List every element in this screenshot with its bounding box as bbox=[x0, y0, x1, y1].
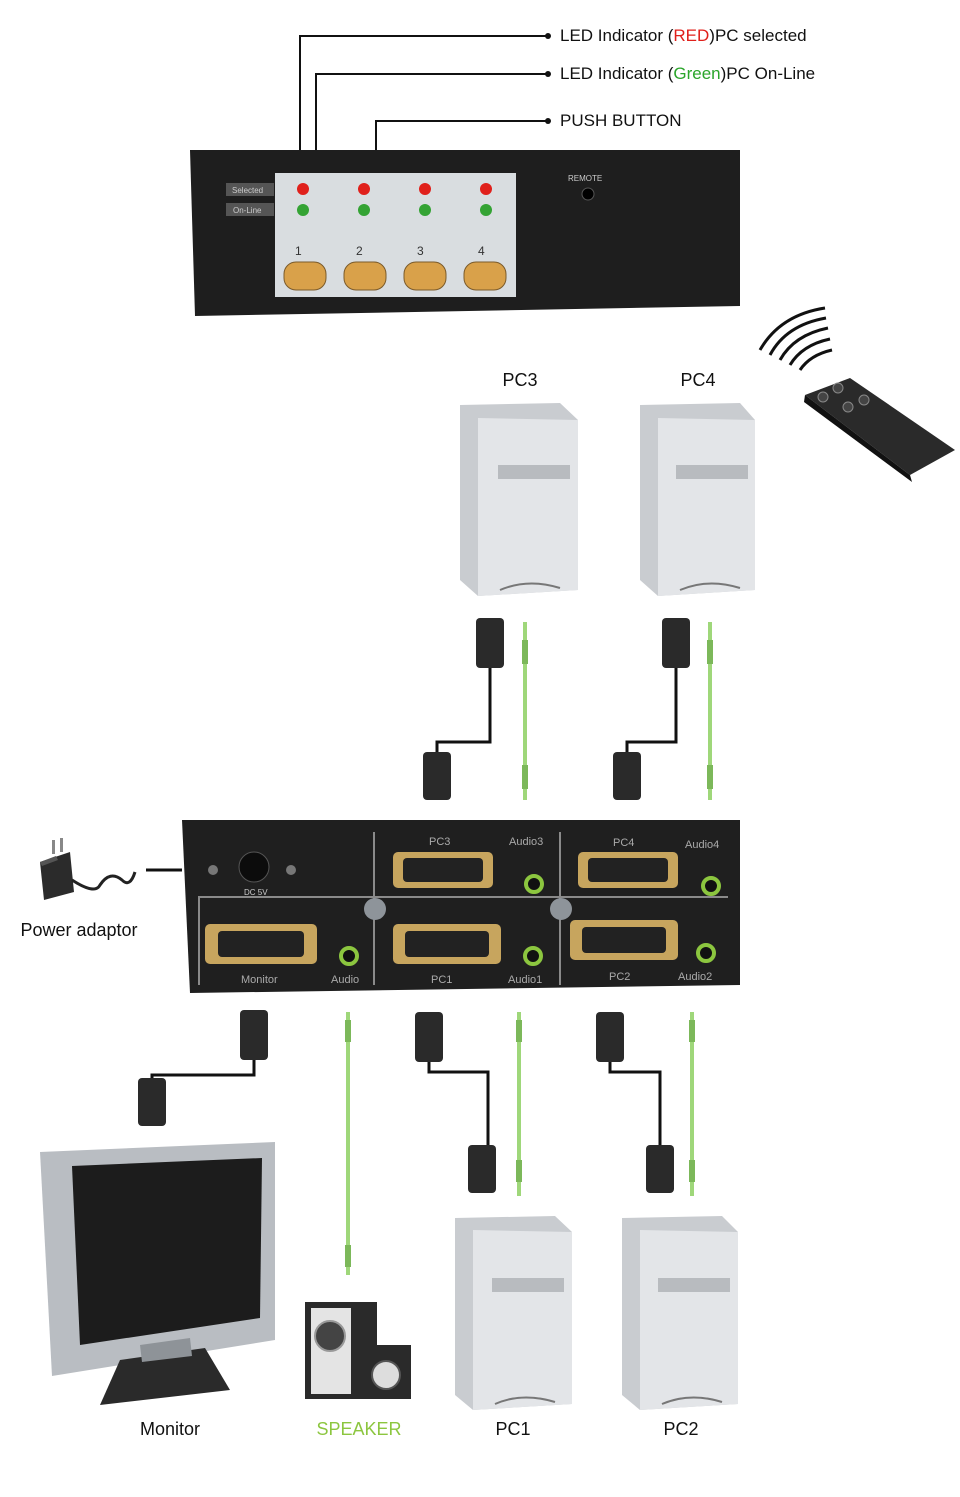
audio4-jack bbox=[701, 876, 721, 896]
remote-label: REMOTE bbox=[568, 174, 602, 183]
callout-green-word: Green bbox=[673, 64, 721, 83]
monitor-port-label: Monitor bbox=[241, 974, 278, 986]
rear-screw bbox=[208, 865, 218, 875]
button-number-3: 3 bbox=[417, 244, 424, 258]
remote-sensor bbox=[581, 187, 595, 201]
button-number-4: 4 bbox=[478, 244, 485, 258]
push-button-3 bbox=[403, 261, 447, 291]
vga-cable-pc2 bbox=[596, 1012, 674, 1193]
audio2-jack bbox=[696, 943, 716, 963]
monitor-icon bbox=[40, 1142, 275, 1405]
pc2-port-label: PC2 bbox=[609, 971, 630, 983]
rear-screw bbox=[286, 865, 296, 875]
rear-screw bbox=[550, 898, 572, 920]
leader-dot bbox=[545, 71, 551, 77]
audio-cable-pc3 bbox=[522, 622, 528, 800]
red-led-1 bbox=[297, 183, 309, 195]
vga-cable-pc4 bbox=[613, 618, 690, 800]
audio2-port-label: Audio2 bbox=[678, 971, 712, 983]
leader-dot bbox=[545, 33, 551, 39]
speaker-icon bbox=[305, 1302, 411, 1399]
pc3-label: PC3 bbox=[502, 370, 538, 390]
red-led-4 bbox=[480, 183, 492, 195]
kvm-front-panel: Selected On-Line 1 2 3 4 REMOTE bbox=[190, 150, 740, 316]
push-button-2 bbox=[343, 261, 387, 291]
audio3-port-label: Audio3 bbox=[509, 836, 543, 848]
selected-tag-text: Selected bbox=[232, 186, 263, 195]
callout-green-led: LED Indicator (Green)PC On-Line bbox=[560, 64, 815, 84]
leader-dot bbox=[545, 118, 551, 124]
ir-waves-icon bbox=[758, 306, 833, 371]
callout-text: LED Indicator ( bbox=[560, 64, 674, 83]
push-button-1 bbox=[283, 261, 327, 291]
button-number-1: 1 bbox=[295, 244, 302, 258]
audio3-jack bbox=[524, 874, 544, 894]
monitor-label: Monitor bbox=[139, 1419, 201, 1439]
leader-red-led bbox=[299, 35, 548, 186]
audio1-port-label: Audio1 bbox=[508, 974, 542, 986]
green-led-4 bbox=[480, 204, 492, 216]
remote-control-icon bbox=[804, 378, 955, 482]
pc3-tower-icon bbox=[460, 403, 578, 596]
online-tag bbox=[226, 203, 274, 216]
callout-text: LED Indicator ( bbox=[560, 26, 674, 45]
button-number-2: 2 bbox=[356, 244, 363, 258]
red-led-3 bbox=[419, 183, 431, 195]
callout-text: )PC selected bbox=[709, 26, 807, 45]
pc1-port-label: PC1 bbox=[431, 974, 452, 986]
dc-label: DC 5V bbox=[244, 888, 268, 897]
audio-cable-pc1 bbox=[516, 1012, 522, 1196]
audio4-port-label: Audio4 bbox=[685, 839, 719, 851]
selected-tag bbox=[226, 183, 274, 196]
callout-text: )PC On-Line bbox=[720, 64, 816, 83]
rear-panel-body bbox=[182, 820, 740, 993]
callout-red-word: RED bbox=[673, 26, 710, 45]
kvm-rear-panel: DC 5V PC3 Audio3 PC4 Audio4 Monitor Audi… bbox=[182, 820, 740, 993]
vga-cable-monitor bbox=[138, 1010, 268, 1126]
audio-port-label: Audio bbox=[331, 974, 359, 986]
dc-jack bbox=[238, 851, 270, 883]
audio-cable-pc4 bbox=[707, 622, 713, 800]
callout-push-button: PUSH BUTTON bbox=[560, 111, 682, 130]
green-led-2 bbox=[358, 204, 370, 216]
pc1-tower-icon bbox=[455, 1216, 572, 1410]
power-adaptor-label: Power adaptor bbox=[20, 920, 138, 940]
rear-screw bbox=[364, 898, 386, 920]
pc2-label: PC2 bbox=[663, 1419, 699, 1439]
pc4-tower-icon bbox=[640, 403, 755, 596]
speaker-label: SPEAKER bbox=[316, 1419, 402, 1439]
green-led-1 bbox=[297, 204, 309, 216]
pc1-label: PC1 bbox=[495, 1419, 531, 1439]
audio-jack bbox=[339, 946, 359, 966]
audio1-jack bbox=[523, 946, 543, 966]
pc4-port-label: PC4 bbox=[613, 837, 634, 849]
push-button-4 bbox=[463, 261, 507, 291]
audio-cable-pc2 bbox=[689, 1012, 695, 1196]
pc2-tower-icon bbox=[622, 1216, 738, 1410]
pc3-port-label: PC3 bbox=[429, 836, 450, 848]
online-tag-text: On-Line bbox=[233, 206, 262, 215]
red-led-2 bbox=[358, 183, 370, 195]
green-led-3 bbox=[419, 204, 431, 216]
vga-cable-pc1 bbox=[415, 1012, 496, 1193]
callout-red-led: LED Indicator (RED)PC selected bbox=[560, 26, 807, 46]
audio-cable-speaker bbox=[345, 1012, 351, 1275]
power-adaptor-icon bbox=[40, 838, 182, 900]
pc4-label: PC4 bbox=[680, 370, 716, 390]
vga-cable-pc3 bbox=[423, 618, 504, 800]
